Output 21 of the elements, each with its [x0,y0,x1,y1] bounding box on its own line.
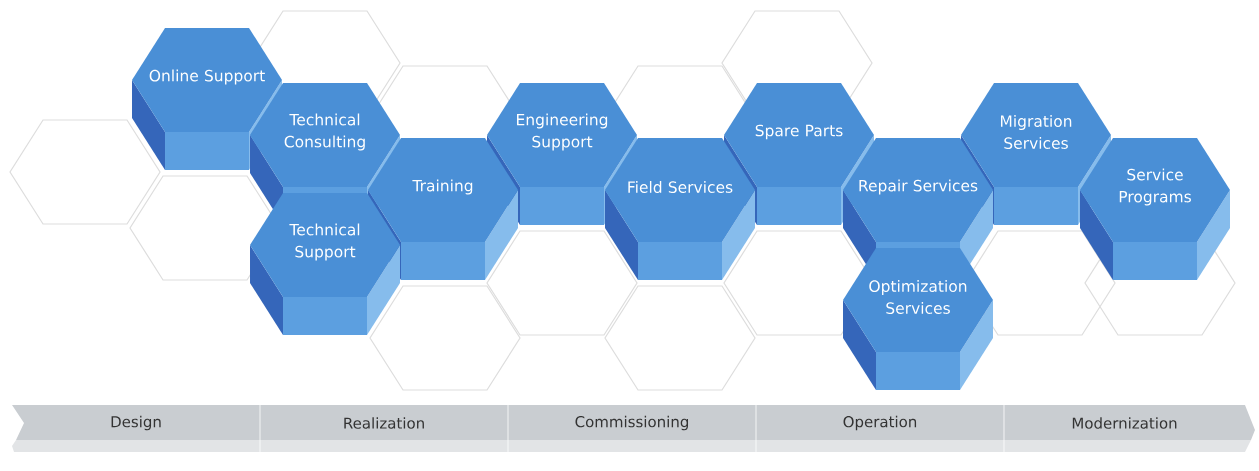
node-label: Online Support [149,69,265,85]
phase-segment: Design [12,405,260,452]
node-label: Training [412,179,473,195]
node-label: Spare Parts [755,124,843,140]
hexagon-tile: Optimization Services [843,248,993,390]
phase-segment: Modernization [1003,404,1255,453]
node-label: Design [111,415,161,431]
hexagon-tile: Service Programs [1080,138,1230,280]
node-label: Operation [843,415,917,431]
node-label: Technical Consulting [284,113,365,151]
hexagon-tile: Technical Support [250,193,400,335]
node-label: Realization [344,417,424,429]
hexagon-tile: Online Support [132,28,282,170]
phase-segment: Realization [259,404,508,453]
phase-segment: Commissioning [507,404,756,453]
node-label: Engineering Support [517,113,608,151]
node-label: Commissioning [575,415,689,431]
phase-segment: Operation [755,404,1004,453]
hexagon-tile: Training [368,138,518,280]
node-label: Migration Services [1000,115,1072,149]
hexagon-tile: Field Services [605,138,755,280]
